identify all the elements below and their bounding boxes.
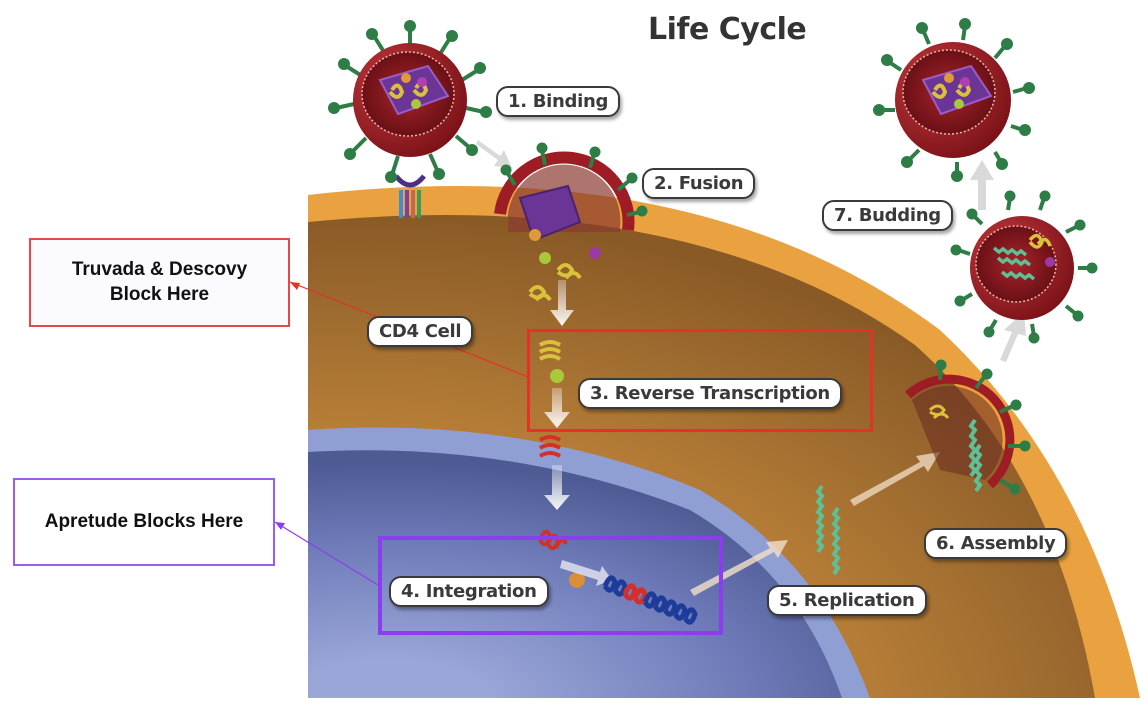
callout-truvada-line2: Block Here [109,283,210,305]
arrow-budding-to-release [970,160,994,210]
step-label-replication: 5. Replication [767,585,927,616]
arrow-to-nucleus [544,465,570,510]
step-label-assembly: 6. Assembly [924,528,1068,559]
arrow-to-replication [690,540,788,596]
callout-truvada-descovy: Truvada & Descovy Block Here [29,238,290,327]
callout-apretude-text: Apretude Blocks Here [44,510,244,532]
viral-rna [528,263,582,361]
cell-label: CD4 Cell [367,316,474,347]
virus-assembly [904,359,1031,495]
callout-truvada-line1: Truvada & Descovy [71,258,248,280]
viral-dna [538,435,562,458]
callout-apretude: Apretude Blocks Here [13,478,275,566]
diagram-title: Life Cycle [648,12,807,47]
step-label-fusion: 2. Fusion [642,168,756,199]
virus-budding [950,190,1098,344]
highlight-box-integration [378,536,723,635]
step-label-reverse-transcription: 3. Reverse Transcription [578,378,842,409]
highlight-box-reverse-transcription [527,329,873,432]
connector-apretude-arrowhead [275,522,285,530]
step-label-binding: 1. Binding [496,86,621,117]
arrow-assembly-to-budding [1000,312,1026,362]
cd4-receptor [394,174,426,218]
connector-apretude [274,521,379,586]
reverse-transcriptase [550,369,564,383]
arrow-binding-to-fusion [476,140,512,168]
integrase [569,572,585,588]
arrow-fusion-to-rt [550,280,574,326]
arrow-to-assembly [850,452,940,506]
step-label-integration: 4. Integration [389,576,549,607]
replicated-rna [815,484,841,576]
virus-fusion [494,142,648,264]
virus-released [873,18,1035,182]
arrow-rt-down [544,388,570,428]
step-label-budding: 7. Budding [822,200,953,231]
connector-truvada-arrowhead [290,282,300,290]
host-dna [602,575,698,625]
arrow-integration [560,560,612,586]
virus-binding [328,20,492,183]
